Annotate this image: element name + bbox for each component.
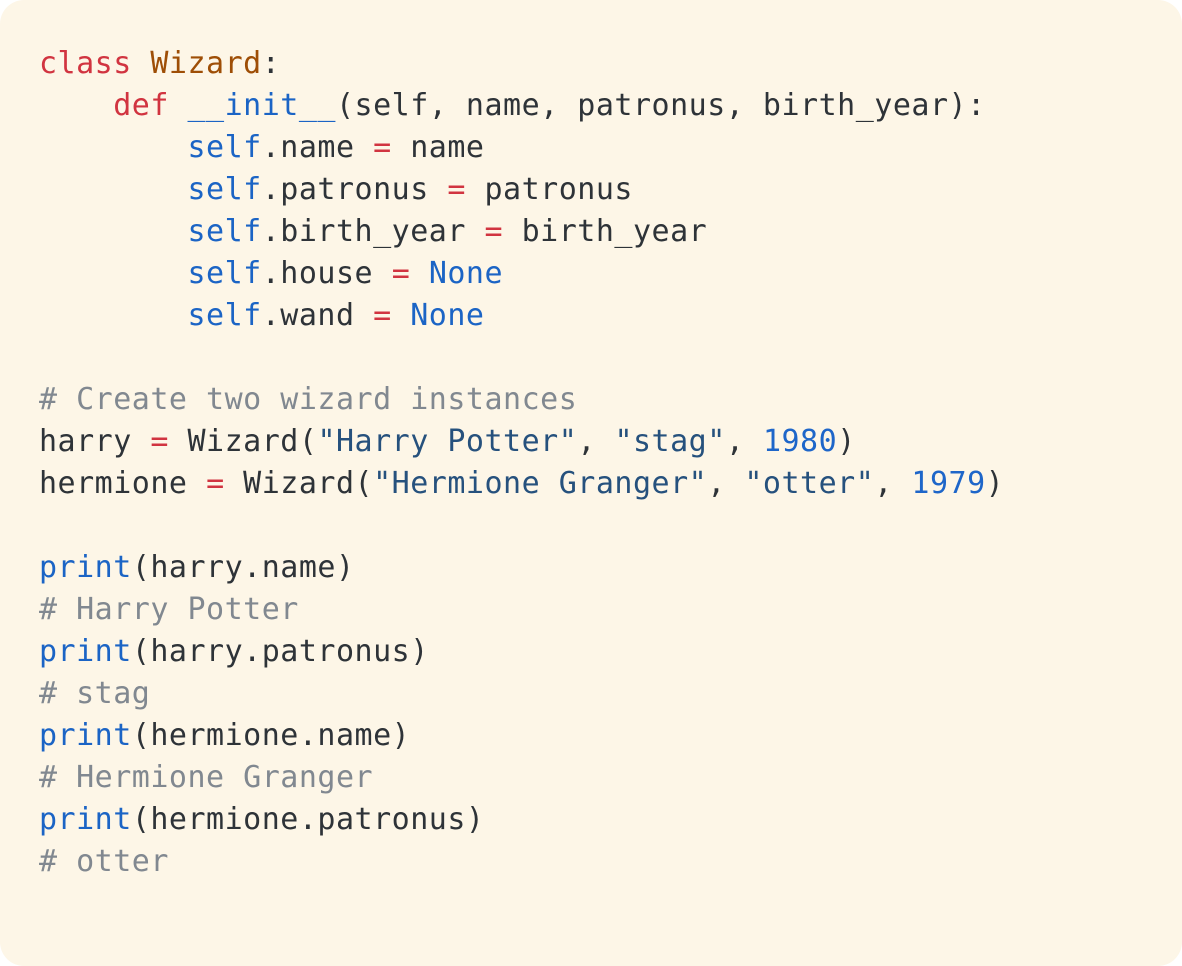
code-token: = xyxy=(391,256,411,291)
code-token: .name xyxy=(261,130,374,165)
code-token: = xyxy=(150,424,169,459)
code-token: : xyxy=(261,46,281,81)
code-token: "Hermione Granger" xyxy=(373,466,708,501)
code-line: print(harry.patronus) xyxy=(39,631,1143,673)
code-token: __init__ xyxy=(187,88,336,123)
code-line: self.name = name xyxy=(39,127,1143,169)
code-line: # Hermione Granger xyxy=(39,757,1143,799)
code-token: , xyxy=(577,424,615,459)
code-token: Wizard( xyxy=(224,466,374,501)
code-token xyxy=(392,298,411,333)
code-line: # otter xyxy=(39,841,1143,883)
code-token xyxy=(39,214,188,249)
code-line: print(harry.name) xyxy=(39,547,1143,589)
code-token: None xyxy=(428,256,504,291)
code-line xyxy=(39,337,1143,379)
code-token: patronus xyxy=(465,172,633,207)
code-token: 1980 xyxy=(762,424,838,459)
code-token: name xyxy=(391,130,485,165)
code-token: Wizard( xyxy=(168,424,318,459)
code-token: self xyxy=(187,214,262,249)
code-token: ) xyxy=(985,466,1005,501)
code-token xyxy=(39,88,113,123)
code-line: print(hermione.name) xyxy=(39,715,1143,757)
code-token: .birth_year xyxy=(261,214,485,249)
code-token: print xyxy=(39,634,132,669)
code-line: self.birth_year = birth_year xyxy=(39,211,1143,253)
code-token: = xyxy=(484,214,504,249)
code-line: # Harry Potter xyxy=(39,589,1143,631)
code-token: Wizard xyxy=(150,46,262,81)
code-token: birth_year xyxy=(503,214,708,249)
code-token: "Harry Potter" xyxy=(317,424,578,459)
code-token: = xyxy=(206,466,225,501)
code-token xyxy=(132,46,151,81)
code-token: = xyxy=(447,172,466,207)
code-token: harry xyxy=(39,424,151,459)
code-line: harry = Wizard("Harry Potter", "stag", 1… xyxy=(39,421,1143,463)
code-line: # stag xyxy=(39,673,1143,715)
code-token xyxy=(39,256,188,291)
code-token: self xyxy=(187,256,262,291)
code-token: (self, name, patronus, birth_year): xyxy=(336,88,986,123)
code-line: self.wand = None xyxy=(39,295,1143,337)
code-token xyxy=(39,172,188,207)
code-line xyxy=(39,505,1143,547)
code-line: # Create two wizard instances xyxy=(39,379,1143,421)
code-token: # Harry Potter xyxy=(39,592,299,627)
code-token: , xyxy=(707,466,745,501)
code-token: # otter xyxy=(39,844,169,879)
code-token: .patronus xyxy=(261,172,448,207)
code-token: self xyxy=(187,172,262,207)
code-token xyxy=(39,298,188,333)
code-token: = xyxy=(373,298,392,333)
code-token: # Create two wizard instances xyxy=(39,382,578,417)
code-token: (hermione.patronus) xyxy=(131,802,485,837)
code-token xyxy=(39,130,188,165)
code-token: # Hermione Granger xyxy=(39,760,374,795)
code-token: (harry.name) xyxy=(131,550,355,585)
code-token: # stag xyxy=(39,676,151,711)
code-line: def __init__(self, name, patronus, birth… xyxy=(39,85,1143,127)
code-line: print(hermione.patronus) xyxy=(39,799,1143,841)
code-token: self xyxy=(187,298,262,333)
code-token: 1979 xyxy=(911,466,986,501)
code-token xyxy=(169,88,188,123)
code-token: , xyxy=(874,466,912,501)
code-token: , xyxy=(725,424,763,459)
code-token: "otter" xyxy=(744,466,875,501)
code-token: = xyxy=(373,130,392,165)
code-token: .wand xyxy=(261,298,374,333)
code-token: print xyxy=(39,802,132,837)
code-token: hermione xyxy=(39,466,207,501)
code-token: (hermione.name) xyxy=(131,718,411,753)
code-line: self.patronus = patronus xyxy=(39,169,1143,211)
code-token xyxy=(410,256,429,291)
code-token: (harry.patronus) xyxy=(131,634,429,669)
code-token: .house xyxy=(261,256,392,291)
code-line: hermione = Wizard("Hermione Granger", "o… xyxy=(39,463,1143,505)
code-line: self.house = None xyxy=(39,253,1143,295)
code-token: ) xyxy=(837,424,856,459)
code-token: def xyxy=(113,88,169,123)
code-token: None xyxy=(410,298,485,333)
code-block: class Wizard: def __init__(self, name, p… xyxy=(39,43,1143,883)
code-token: "stag" xyxy=(614,424,726,459)
code-token: print xyxy=(39,718,132,753)
code-token: self xyxy=(187,130,262,165)
code-line: class Wizard: xyxy=(39,43,1143,85)
code-token: print xyxy=(39,550,132,585)
code-token: class xyxy=(39,46,132,81)
